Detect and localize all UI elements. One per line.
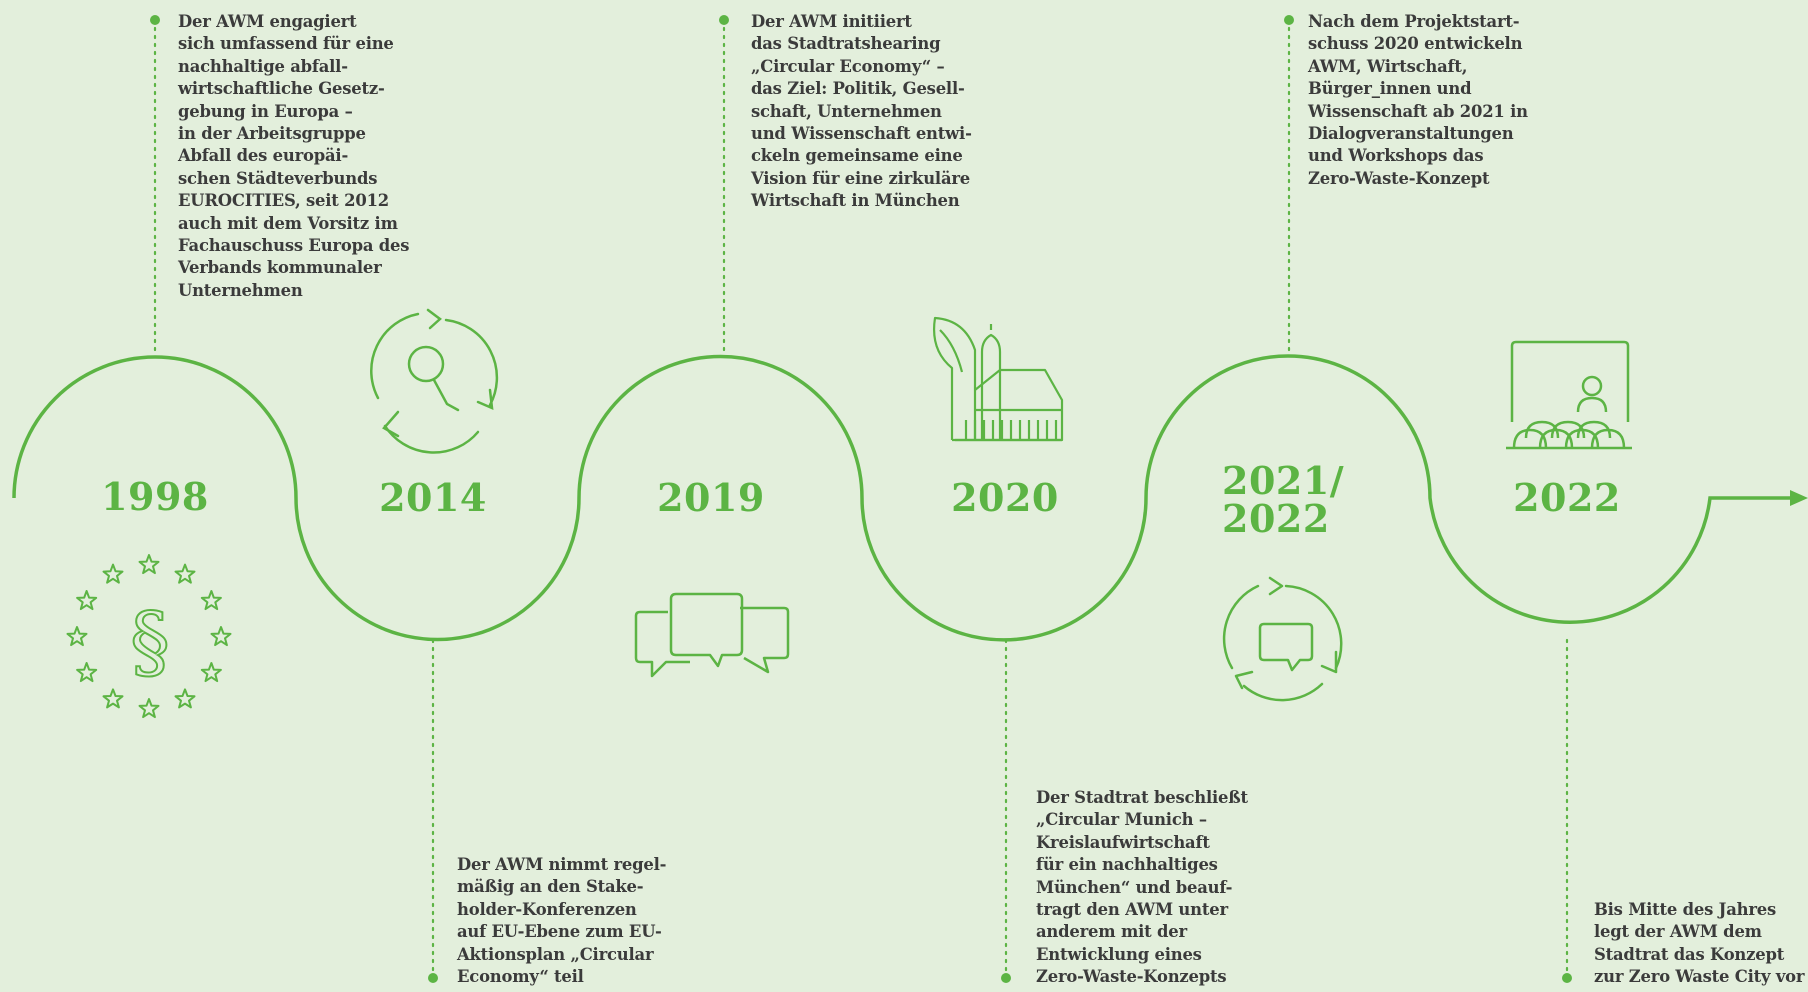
milestone-note-2014: Der AWM nimmt regel- mäßig an den Stake-…: [457, 855, 667, 987]
timeline-wave: [12, 354, 1790, 642]
search-cycle-icon: [370, 308, 499, 454]
svg-text:§: §: [130, 595, 170, 688]
year-label-2019: 2019: [657, 475, 765, 520]
presentation-audience-icon: [1506, 340, 1632, 450]
milestone-note-2021-2022: Nach dem Projektstart- schuss 2020 entwi…: [1308, 12, 1528, 188]
connector-lines: [150, 15, 1572, 983]
milestone-note-1998: Der AWM engagiert sich umfassend für ein…: [178, 12, 410, 300]
year-label-2020: 2020: [951, 475, 1059, 520]
milestone-note-2020: Der Stadtrat beschließt „Circular Munich…: [1036, 788, 1248, 987]
timeline-arrowhead: [1790, 490, 1808, 506]
eu-paragraph-icon: §: [66, 554, 232, 719]
year-label-2021-2022: 2021/ 2022: [1222, 458, 1345, 541]
year-label-2022: 2022: [1513, 475, 1621, 520]
speech-bubbles-icon: [634, 592, 790, 678]
milestone-note-2022: Bis Mitte des Jahres legt der AWM dem St…: [1594, 900, 1805, 987]
year-label-2014: 2014: [379, 475, 487, 520]
chat-cycle-icon: [1222, 576, 1343, 702]
milestone-note-2019: Der AWM initiiert das Stadtratshearing „…: [751, 12, 972, 211]
munich-church-icon: [933, 316, 1064, 442]
year-label-1998: 1998: [101, 474, 209, 519]
